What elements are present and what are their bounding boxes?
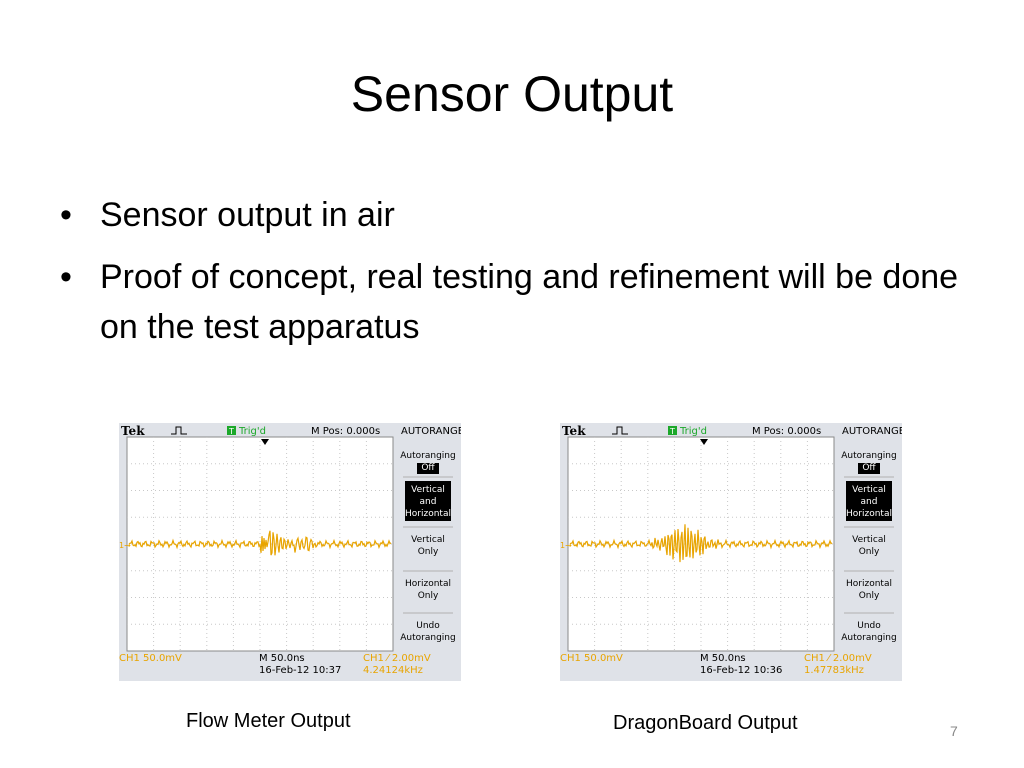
menu-item-label[interactable]: Horizontal	[846, 509, 892, 519]
bullet-item: • Sensor output in air	[60, 190, 960, 240]
brand-label: Tek	[121, 424, 145, 438]
menu-item-label[interactable]: Vertical	[411, 485, 445, 495]
menu-item-label[interactable]: Only	[418, 547, 439, 557]
menu-item-label[interactable]: Vertical	[852, 535, 886, 545]
waveform-trace	[569, 524, 833, 563]
menu-item-label[interactable]: Autoranging	[400, 633, 455, 643]
channel-marker: 1→	[119, 541, 131, 550]
menu-value-highlight	[858, 463, 880, 474]
brand-label: Tek	[562, 424, 586, 438]
oscilloscope-screenshot-dragonboard: Tek T Trig'd M Pos: 0.000s AUTORANGE 1→ …	[560, 423, 902, 681]
date-readout: 16-Feb-12 10:37	[259, 665, 341, 676]
menu-item-label[interactable]: Autoranging	[841, 451, 896, 461]
menu-item-label[interactable]: Off	[862, 463, 876, 473]
frequency-readout: 4.24124kHz	[363, 665, 423, 676]
menu-item-label[interactable]: Off	[421, 463, 435, 473]
m-pos-readout: M Pos: 0.000s	[752, 426, 821, 437]
trigger-level-readout: CH1 ⁄ 2.00mV	[804, 653, 872, 664]
bullet-icon: •	[60, 258, 72, 296]
ch1-scale-readout: CH1 50.0mV	[560, 653, 623, 664]
mode-label: AUTORANGE	[401, 426, 461, 437]
menu-highlight	[405, 481, 451, 521]
timebase-readout: M 50.0ns	[259, 653, 305, 664]
trigger-status-letter: T	[228, 427, 234, 436]
trigger-status-icon	[227, 426, 236, 435]
menu-item-label[interactable]: Only	[859, 591, 880, 601]
menu-item-label[interactable]: Only	[859, 547, 880, 557]
menu-item-label[interactable]: Autoranging	[841, 633, 896, 643]
menu-item-label[interactable]: Undo	[857, 621, 881, 631]
oscilloscope-display: Tek T Trig'd M Pos: 0.000s AUTORANGE 1→ …	[119, 423, 461, 681]
oscilloscope-display: Tek T Trig'd M Pos: 0.000s AUTORANGE 1→ …	[560, 423, 902, 681]
bullet-icon: •	[60, 196, 72, 234]
trigger-pulse-icon	[612, 426, 628, 435]
timebase-readout: M 50.0ns	[700, 653, 746, 664]
trigger-level-readout: CH1 ⁄ 2.00mV	[363, 653, 431, 664]
bullet-text: Sensor output in air	[100, 196, 395, 234]
ch1-scale-readout: CH1 50.0mV	[119, 653, 182, 664]
oscilloscope-screenshot-flow-meter: Tek T Trig'd M Pos: 0.000s AUTORANGE 1→ …	[119, 423, 461, 681]
menu-item-label[interactable]: and	[861, 497, 878, 507]
menu-item-label[interactable]: Horizontal	[846, 579, 892, 589]
menu-highlight	[846, 481, 892, 521]
date-readout: 16-Feb-12 10:36	[700, 665, 782, 676]
caption-dragonboard: DragonBoard Output	[613, 712, 798, 734]
mode-label: AUTORANGE	[842, 426, 902, 437]
caption-flow-meter: Flow Meter Output	[186, 710, 351, 732]
frequency-readout: 1.47783kHz	[804, 665, 864, 676]
trigger-position-marker	[700, 439, 708, 445]
menu-item-label[interactable]: Only	[418, 591, 439, 601]
bullet-list: • Sensor output in air • Proof of concept,…	[60, 190, 960, 364]
bullet-text: Proof of concept, real testing and refin…	[100, 258, 959, 346]
menu-item-label[interactable]: Undo	[416, 621, 440, 631]
trigger-pulse-icon	[171, 426, 187, 435]
menu-item-label[interactable]: Autoranging	[400, 451, 455, 461]
menu-value-highlight	[417, 463, 439, 474]
trigger-status-icon	[668, 426, 677, 435]
bullet-item: • Proof of concept, real testing and refi…	[60, 252, 960, 352]
m-pos-readout: M Pos: 0.000s	[311, 426, 380, 437]
trigger-status-letter: T	[669, 427, 675, 436]
trigger-status-text: Trig'd	[238, 426, 266, 437]
menu-item-label[interactable]: Horizontal	[405, 579, 451, 589]
trigger-position-marker	[261, 439, 269, 445]
channel-marker: 1→	[560, 541, 572, 550]
menu-item-label[interactable]: and	[420, 497, 437, 507]
slide-title: Sensor Output	[350, 66, 674, 122]
menu-item-label[interactable]: Horizontal	[405, 509, 451, 519]
menu-item-label[interactable]: Vertical	[852, 485, 886, 495]
page-number: 7	[950, 723, 958, 739]
trigger-status-text: Trig'd	[679, 426, 707, 437]
waveform-trace	[128, 530, 392, 556]
menu-item-label[interactable]: Vertical	[411, 535, 445, 545]
